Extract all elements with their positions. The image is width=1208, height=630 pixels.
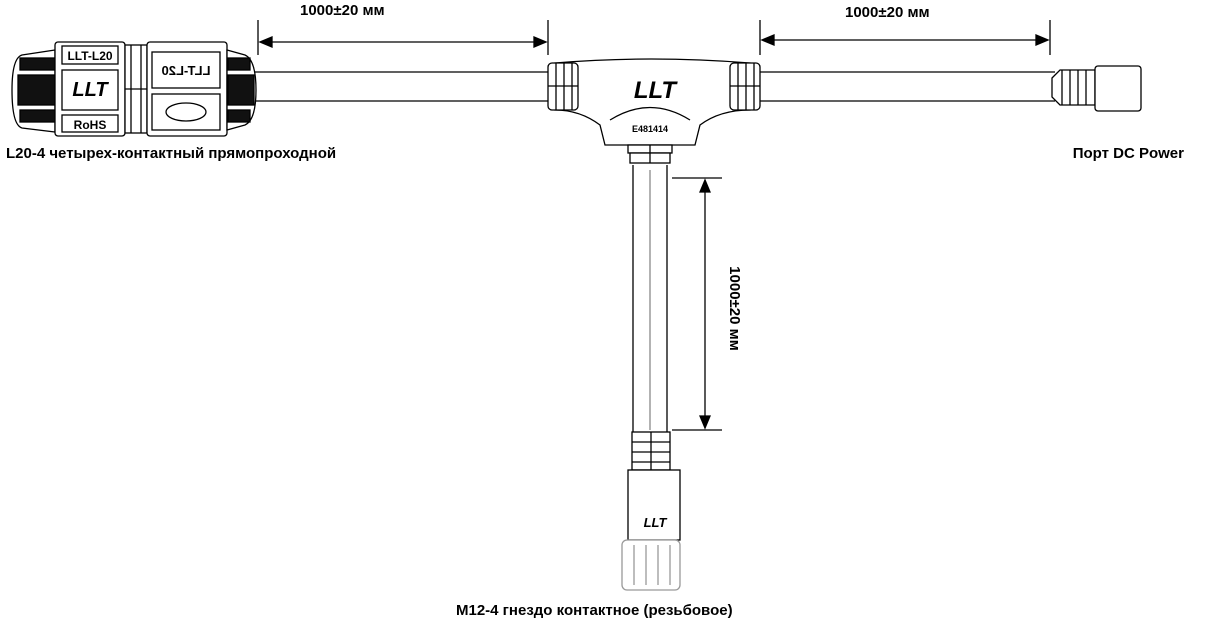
tee-brand-logo: LLT bbox=[634, 77, 679, 104]
left-cable bbox=[250, 71, 550, 102]
dimension-right bbox=[759, 20, 1051, 55]
l20-connector bbox=[11, 41, 257, 137]
bottom-connector-label: M12-4 гнездо контактное (резьбовое) bbox=[456, 602, 733, 619]
dimension-left-label: 1000±20 мм bbox=[300, 2, 385, 19]
tee-cert-marking: E481414 bbox=[632, 124, 668, 134]
dimension-bottom bbox=[672, 177, 722, 431]
l20-rohs-marking: RoHS bbox=[74, 118, 107, 132]
m12-connector bbox=[621, 431, 681, 591]
l20-brand-logo: LLT bbox=[72, 79, 109, 101]
dimension-bottom-label: 1000±20 мм bbox=[725, 266, 743, 351]
tee-splitter bbox=[547, 58, 761, 164]
l20-model-marking: LLT-L20 bbox=[67, 49, 112, 63]
dimension-left bbox=[257, 20, 549, 55]
right-cable bbox=[760, 71, 1055, 102]
dc-power-connector bbox=[1051, 65, 1142, 112]
left-connector-label: L20-4 четырех-контактный прямопроходной bbox=[6, 145, 337, 162]
l20-model-mirrored-marking: LLT-L20 bbox=[162, 63, 211, 78]
bottom-cable bbox=[632, 165, 668, 432]
m12-brand-logo: LLT bbox=[644, 515, 668, 530]
dimension-right-label: 1000±20 мм bbox=[845, 4, 930, 21]
right-connector-label: Порт DC Power bbox=[1072, 145, 1184, 162]
